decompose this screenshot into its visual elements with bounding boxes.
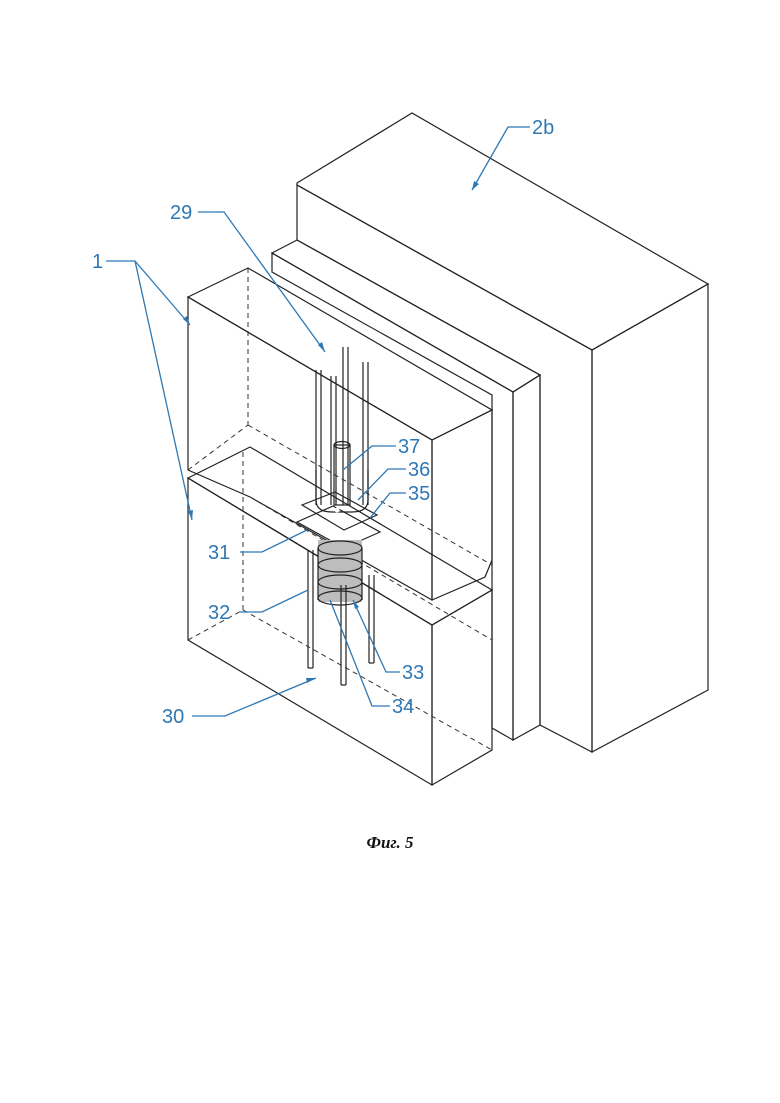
label-37: 37 [398, 436, 420, 458]
label-2b: 2b [532, 117, 554, 139]
label-1: 1 [92, 251, 103, 273]
label-30: 30 [162, 706, 184, 728]
label-29: 29 [170, 202, 192, 224]
lower-block-30 [188, 447, 492, 785]
label-35: 35 [408, 483, 430, 505]
label-36: 36 [408, 459, 430, 481]
figure-caption: Фиг. 5 [0, 833, 780, 853]
label-32: 32 [208, 602, 230, 624]
label-31: 31 [208, 542, 230, 564]
wall-block-2b [297, 113, 708, 752]
label-34: 34 [392, 696, 414, 718]
label-33: 33 [402, 662, 424, 684]
